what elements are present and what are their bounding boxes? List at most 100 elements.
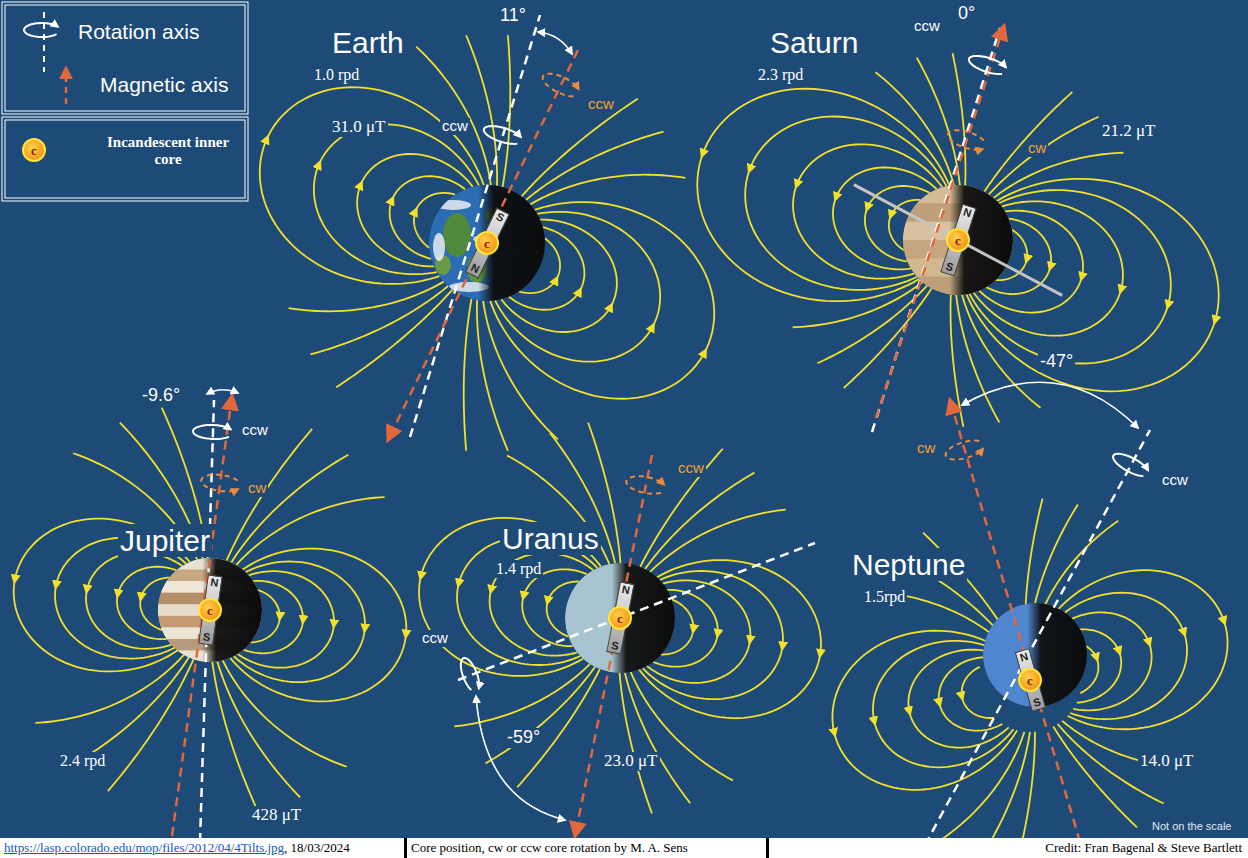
field-line [35,655,183,723]
planet-name: Uranus [500,522,601,555]
field-line [310,286,448,354]
axes [172,15,1150,845]
field-line [749,116,947,186]
field-line [625,673,690,803]
tilt-angle: 11° [498,6,528,26]
field-line [962,667,980,699]
rotation-rate: 2.4 rpd [58,752,107,770]
field-line [917,58,960,185]
core-rotation-ring [948,130,984,150]
core-letter: c [617,612,623,625]
field-line [414,209,429,248]
field-line [1068,624,1228,729]
field-line [984,92,1072,192]
field-line [1002,201,1123,292]
core-rotation-ring [201,475,238,492]
tilt-angle-arrow [962,382,1138,428]
core-letter: c [207,604,213,617]
core-rotation-ring [946,441,983,460]
magnetic-axis [950,400,1080,842]
legend-text: Rotation axis [76,20,201,43]
magnetic-axis [575,455,652,836]
cloud [433,233,445,261]
pole-letter: N [469,262,481,275]
legend-frame-inner [5,5,245,111]
pole-letter: N [961,206,972,219]
field-line [663,580,751,643]
field-line [495,300,654,361]
field-line [1070,636,1187,720]
field-line [336,290,452,388]
field-line [672,600,694,633]
field-line [486,667,595,763]
field-line [86,593,171,649]
footer-cell: Credit: Fran Bagenal & Steve Bartlett [766,838,1248,858]
field-line [543,227,585,289]
planet-name: Earth [330,26,406,59]
field-line [236,497,384,565]
field-line [466,35,497,186]
saturn-ring [854,185,1062,296]
field-line [953,53,966,185]
field-line [420,518,601,579]
legend-box [2,2,248,201]
field-line [997,179,1219,323]
footer-text: Credit: Fran Bagenal & Steve Bartlett [1045,840,1242,856]
magnetic-axis [172,396,232,836]
rotation-rate: 1.5rpd [862,588,907,606]
field-line [212,662,258,812]
planets [158,185,1090,707]
field-line [509,289,581,310]
inner-core: c [1018,668,1042,692]
field-line [796,144,942,187]
field-line [643,649,782,699]
field-line [1009,219,1051,270]
field-line [419,579,583,676]
field-line [483,301,558,440]
tilt-angle-arrow [476,696,565,820]
core-rotation-ring [626,476,664,493]
rotation-sense: ccw [420,630,450,647]
field-line [793,282,923,327]
field-strength: 14.0 μT [1138,752,1196,771]
cloud [435,200,471,210]
field-line [657,560,821,657]
rotation-axis [458,543,815,680]
rotation-sense: ccw [440,118,470,135]
field-line [390,197,432,259]
field-line [537,212,660,325]
field-line [832,631,992,736]
pole-letter: S [610,640,619,652]
field-line [246,561,365,631]
field-line [793,187,914,278]
field-line [477,300,508,451]
field-line [55,588,174,658]
night-side [950,185,1016,295]
tilt-angle: -59° [505,728,542,748]
field-line [956,295,999,422]
field-line [942,732,1025,839]
field-strength: 31.0 μT [330,118,388,137]
tilt-angle-arrow [207,390,238,394]
legend-text: Incandescent inner core [98,134,238,167]
field-strength: 428 μT [250,806,303,825]
field-line [979,280,1081,313]
field-line [416,47,491,186]
field-line [620,673,652,813]
legend-frame [2,2,248,114]
field-line [650,510,786,572]
field-line [526,132,664,200]
field-line [844,288,932,388]
rotation-sense: ccw [240,422,270,439]
pole-letter: S [494,211,505,224]
field-line [227,429,313,561]
field-line [1012,230,1027,262]
earth-globe [429,185,548,301]
jupiter-globe [158,558,265,663]
pole-letter: S [1031,696,1041,709]
legend-text: Magnetic axis [98,73,230,96]
rotation-axis [410,15,540,437]
pole-letter: N [209,577,218,589]
field-line [522,99,638,197]
tilt-angle: -9.6° [140,386,182,406]
